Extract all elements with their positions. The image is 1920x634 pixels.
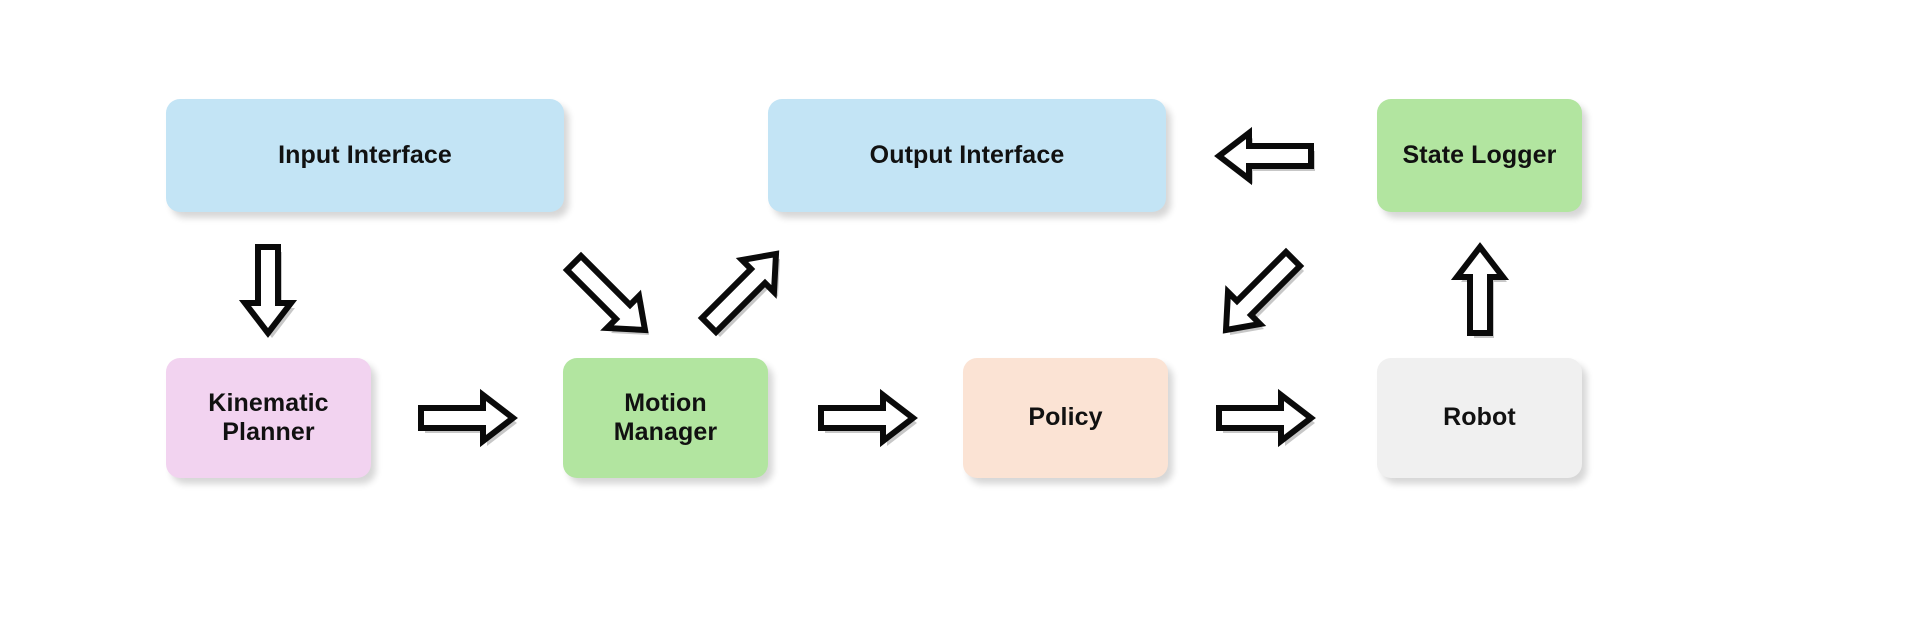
node-kinematic-planner[interactable]: Kinematic Planner [166,358,371,478]
node-input-interface[interactable]: Input Interface [166,99,564,212]
node-motion-manager[interactable]: Motion Manager [563,358,768,478]
node-label-motion-manager: Motion Manager [613,388,718,447]
node-label-kinematic-planner: Kinematic Planner [208,388,329,447]
arrow-motion-manager-to-output-interface [688,244,798,340]
arrow-policy-to-robot [1216,388,1316,448]
arrow-robot-to-policy [1216,244,1326,340]
node-output-interface[interactable]: Output Interface [768,99,1166,212]
node-state-logger[interactable]: State Logger [1377,99,1582,212]
node-robot[interactable]: Robot [1377,358,1582,478]
node-label-input-interface: Input Interface [278,140,452,169]
arrow-input-interface-to-motion-manager [558,244,668,340]
node-label-output-interface: Output Interface [869,140,1065,169]
arrow-state-logger-to-output-interface [1214,126,1315,186]
node-label-robot: Robot [1443,403,1516,432]
arrow-robot-to-state-logger [1450,242,1510,338]
arrow-kinematic-planner-to-motion-manager [418,388,518,448]
arrow-motion-manager-to-policy [818,388,918,448]
arrow-input-interface-to-kinematic-planner [238,244,298,338]
node-label-policy: Policy [1028,403,1103,432]
node-policy[interactable]: Policy [963,358,1168,478]
node-label-state-logger: State Logger [1402,140,1557,169]
